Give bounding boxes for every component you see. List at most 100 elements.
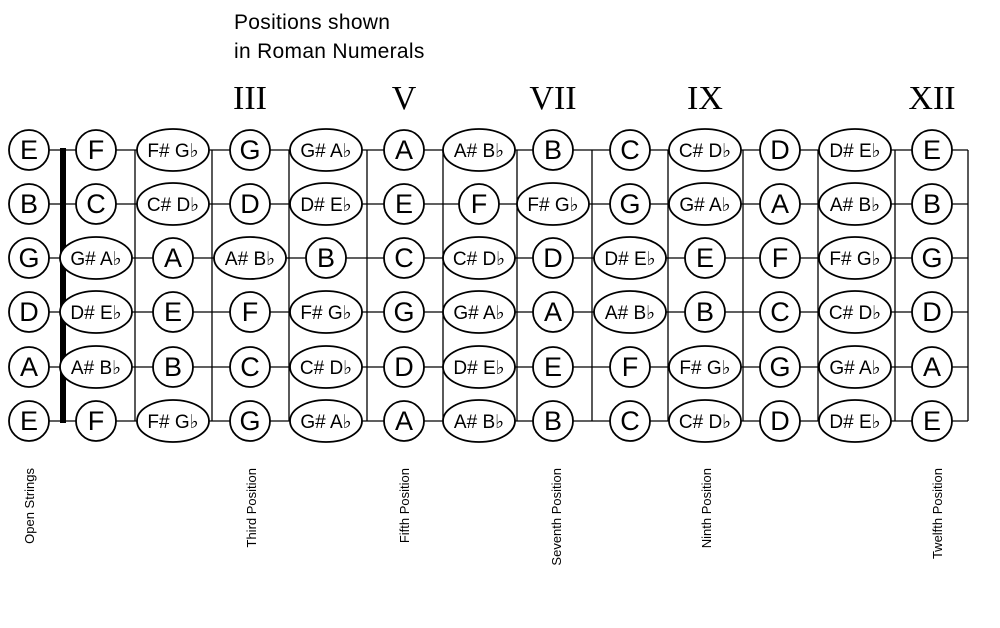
fret-note-ellipse xyxy=(593,236,667,280)
nut xyxy=(60,148,66,423)
fret-note-circle xyxy=(684,237,726,279)
fret-note: E xyxy=(544,352,562,382)
position-label: Twelfth Position xyxy=(930,468,945,559)
position-label: Open Strings xyxy=(22,468,37,544)
fret-note-ellipse xyxy=(289,345,363,389)
fret-note: A# B♭ xyxy=(605,303,655,324)
fret-note-ellipse xyxy=(59,345,133,389)
fret-note-ellipse xyxy=(668,345,742,389)
fret-note: F xyxy=(772,243,789,273)
position-numeral: V xyxy=(392,80,417,117)
fret-note-ellipse xyxy=(442,290,516,334)
fret-note: A xyxy=(395,135,413,165)
fret-note-circle xyxy=(759,346,801,388)
position-label: Seventh Position xyxy=(549,468,564,566)
fret-note-circle xyxy=(229,183,271,225)
fret-note-circle xyxy=(383,183,425,225)
fret-note-ellipse xyxy=(818,236,892,280)
fret-note: G# A♭ xyxy=(829,358,880,379)
fret-note-ellipse xyxy=(668,182,742,226)
fret-note-circle xyxy=(152,237,194,279)
fret-note-circle xyxy=(911,346,953,388)
fret-note-ellipse xyxy=(818,128,892,172)
fret-note: C# D♭ xyxy=(679,141,731,162)
fret-note-ellipse xyxy=(516,182,590,226)
fret-note-circle xyxy=(759,237,801,279)
fret-note: B xyxy=(544,406,562,436)
title-line-1: Positions shown xyxy=(234,11,391,34)
title-line-2: in Roman Numerals xyxy=(234,40,425,63)
open-string-note: E xyxy=(20,135,38,165)
fret-note: G# A♭ xyxy=(453,303,504,324)
fret-note-circle xyxy=(911,183,953,225)
fret-note-ellipse xyxy=(59,290,133,334)
fret-note-circle xyxy=(383,129,425,171)
fret-note-circle xyxy=(759,291,801,333)
fret-note-ellipse xyxy=(593,290,667,334)
fret-note: F xyxy=(242,297,259,327)
fret-note-ellipse xyxy=(818,290,892,334)
open-string-note: E xyxy=(20,406,38,436)
fret-note-circle xyxy=(383,346,425,388)
fret-note: F xyxy=(471,189,488,219)
fret-note-circle xyxy=(75,183,117,225)
fret-note: F xyxy=(88,406,105,436)
fret-note: D# E♭ xyxy=(300,195,351,216)
fret-note: G# A♭ xyxy=(300,412,351,433)
fret-note-ellipse xyxy=(442,236,516,280)
position-label: Fifth Position xyxy=(397,468,412,543)
fret-note-ellipse xyxy=(442,128,516,172)
fret-note: G# A♭ xyxy=(679,195,730,216)
fret-note-ellipse xyxy=(136,128,210,172)
fret-note: D xyxy=(240,189,260,219)
fret-note: E xyxy=(923,135,941,165)
fret-note-circle xyxy=(911,129,953,171)
fret-note: D xyxy=(770,406,790,436)
fret-note: B xyxy=(923,189,941,219)
fret-note: G xyxy=(769,352,790,382)
fret-note-ellipse xyxy=(136,399,210,443)
fret-note-ellipse xyxy=(136,182,210,226)
fret-note-circle xyxy=(911,237,953,279)
fret-note-circle xyxy=(759,129,801,171)
position-numeral: III xyxy=(233,80,267,117)
position-numeral: XII xyxy=(908,80,955,117)
fret-note: F xyxy=(622,352,639,382)
open-string-note-circle xyxy=(8,400,50,442)
position-label: Third Position xyxy=(244,468,259,547)
fret-note: B xyxy=(164,352,182,382)
fret-note: C xyxy=(240,352,260,382)
fret-note: F xyxy=(88,135,105,165)
fret-note-circle xyxy=(532,346,574,388)
fret-note-circle xyxy=(383,291,425,333)
fret-note-circle xyxy=(609,183,651,225)
fret-note: D# E♭ xyxy=(453,358,504,379)
fret-note-ellipse xyxy=(668,399,742,443)
fret-note-ellipse xyxy=(289,182,363,226)
fret-note: D xyxy=(394,352,414,382)
position-numeral: IX xyxy=(687,80,723,117)
open-string-note: D xyxy=(19,297,39,327)
fret-note: D xyxy=(922,297,942,327)
fret-note: C# D♭ xyxy=(300,358,352,379)
fret-note: F# G♭ xyxy=(300,303,351,324)
fret-note-circle xyxy=(532,291,574,333)
fret-note-circle xyxy=(383,237,425,279)
fret-note: G xyxy=(619,189,640,219)
position-numeral: VII xyxy=(529,80,576,117)
open-string-note-circle xyxy=(8,237,50,279)
fret-note: B xyxy=(317,243,335,273)
fret-note: B xyxy=(696,297,714,327)
fret-note: A# B♭ xyxy=(71,358,121,379)
fret-note-circle xyxy=(229,291,271,333)
fret-note-ellipse xyxy=(668,128,742,172)
fret-note-ellipse xyxy=(818,399,892,443)
fret-note-ellipse xyxy=(442,399,516,443)
fret-note: C xyxy=(86,189,106,219)
fret-note: A xyxy=(164,243,182,273)
fret-note-circle xyxy=(684,291,726,333)
fret-note: G# A♭ xyxy=(70,249,121,270)
fret-note: F# G♭ xyxy=(147,412,198,433)
fret-note-circle xyxy=(532,237,574,279)
